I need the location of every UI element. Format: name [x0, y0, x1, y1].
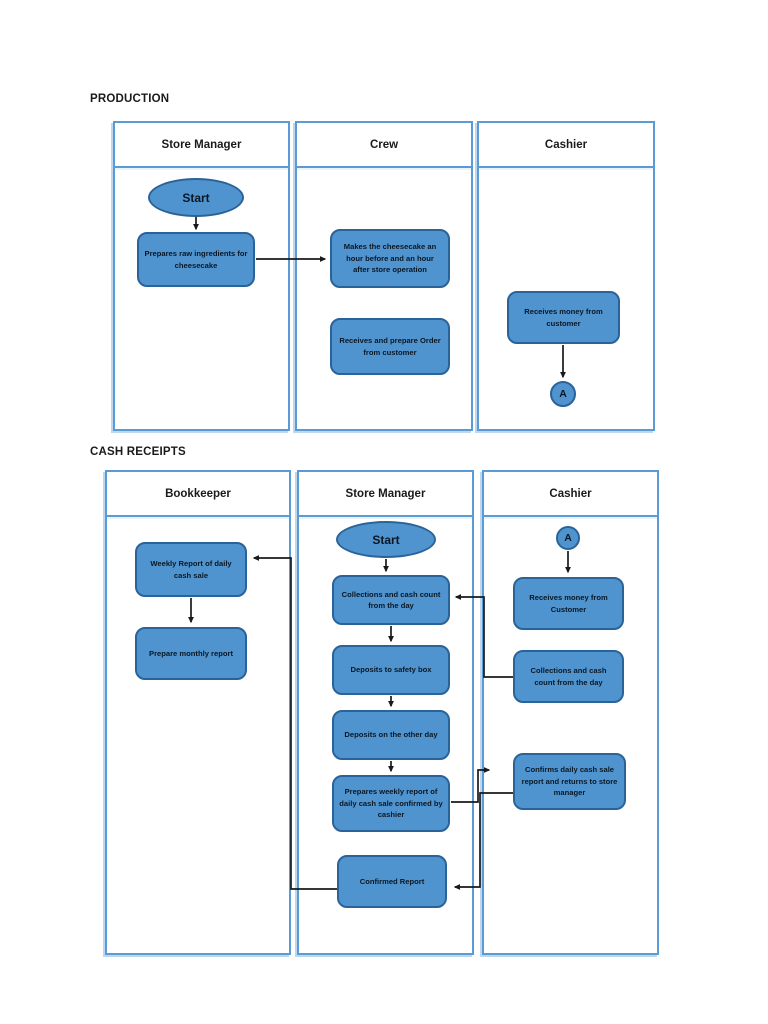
start-terminator: Start [336, 521, 436, 558]
process-prepares-weekly-report: Prepares weekly report of daily cash sal… [332, 775, 450, 832]
lane-header: Cashier [484, 472, 657, 517]
process-prepares-raw-ingredients: Prepares raw ingredients for cheesecake [137, 232, 255, 287]
process-confirmed-report: Confirmed Report [337, 855, 447, 908]
process-makes-cheesecake: Makes the cheesecake an hour before and … [330, 229, 450, 288]
section-title-cash-receipts: CASH RECEIPTS [90, 446, 186, 458]
swimlane-production-cashier: Cashier [477, 121, 655, 431]
lane-header: Bookkeeper [107, 472, 289, 517]
process-confirms-daily-cash-sale: Confirms daily cash sale report and retu… [513, 753, 626, 810]
process-deposits-other-day: Deposits on the other day [332, 710, 450, 760]
offpage-connector-a: A [550, 381, 576, 407]
process-collections-cashier: Collections and cash count from the day [513, 650, 624, 703]
lane-header: Store Manager [115, 123, 288, 168]
lane-header: Crew [297, 123, 471, 168]
lane-header: Cashier [479, 123, 653, 168]
process-collections-store-manager: Collections and cash count from the day [332, 575, 450, 625]
process-monthly-report: Prepare monthly report [135, 627, 247, 680]
lane-header: Store Manager [299, 472, 472, 517]
process-receives-money: Receives money from customer [507, 291, 620, 344]
process-deposits-safety-box: Deposits to safety box [332, 645, 450, 695]
process-receives-money-customer: Receives money from Customer [513, 577, 624, 630]
start-terminator: Start [148, 178, 244, 217]
process-receives-order: Receives and prepare Order from customer [330, 318, 450, 375]
section-title-production: PRODUCTION [90, 93, 170, 105]
offpage-connector-a: A [556, 526, 580, 550]
process-weekly-report: Weekly Report of daily cash sale [135, 542, 247, 597]
